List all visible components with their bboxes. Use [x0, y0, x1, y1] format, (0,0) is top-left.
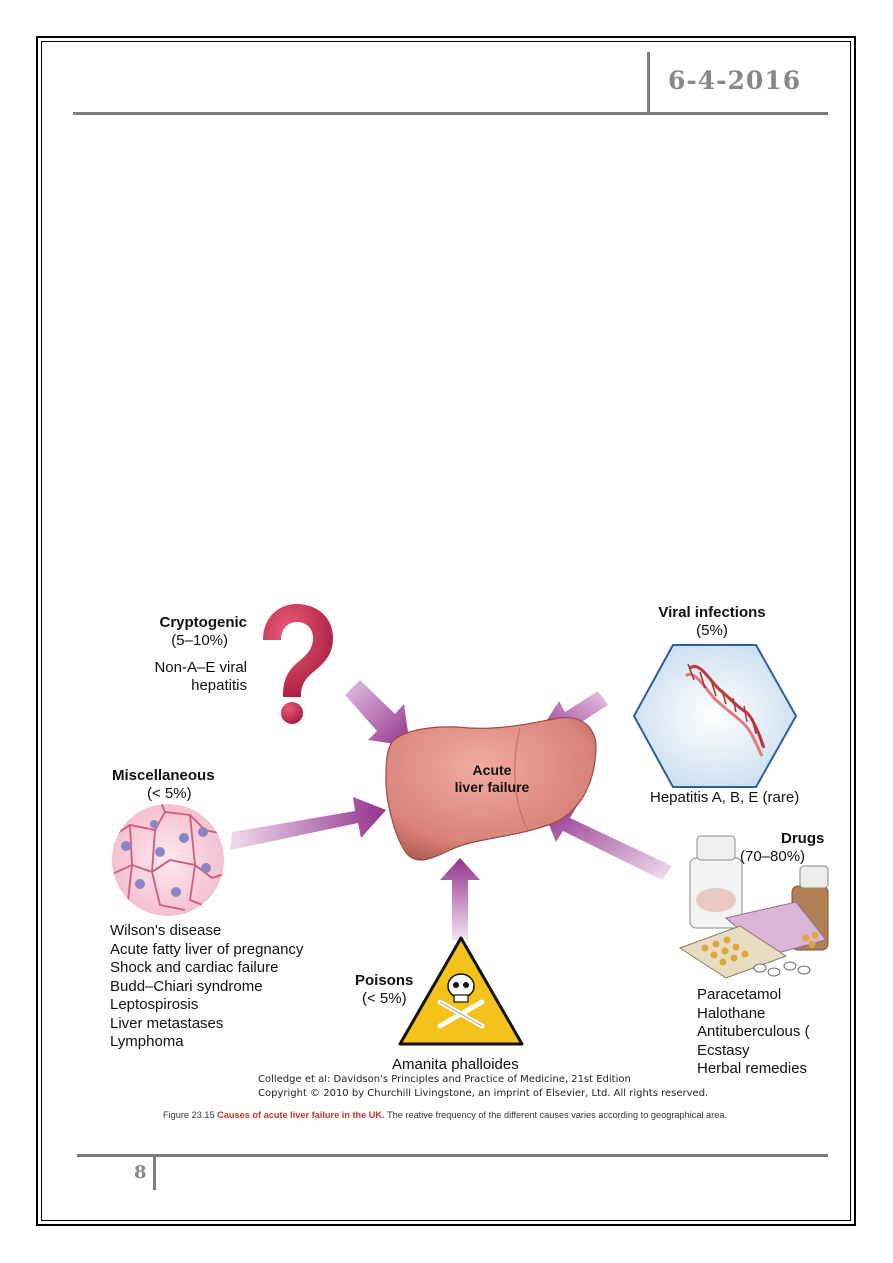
drugs-item: Antituberculous ( [697, 1023, 810, 1040]
drugs-item: Halothane [697, 1004, 766, 1022]
cryptogenic-title: Cryptogenic [159, 614, 247, 631]
page-border-inner [41, 41, 851, 1221]
misc-pct: (< 5%) [147, 785, 192, 802]
viral-title: Viral infections [658, 604, 766, 621]
viral-desc: Hepatitis A, B, E (rare) [650, 789, 800, 806]
figure-source-line2: Copyright © 2010 by Churchill Livingston… [258, 1088, 709, 1099]
misc-item: Lymphoma [110, 1033, 184, 1050]
misc-item: Acute fatty liver of pregnancy [110, 940, 304, 958]
poisons-title: Poisons [355, 972, 414, 989]
caption-bold: Causes of acute liver failure in the UK. [217, 1110, 385, 1120]
footer-rule [77, 1154, 828, 1157]
drugs-item: Herbal remedies [697, 1060, 808, 1077]
viral-pct: (5%) [696, 622, 728, 639]
arrow-drugs [544, 806, 672, 880]
misc-item: Wilson's disease [110, 922, 222, 939]
drugs-pct: (70–80%) [740, 848, 806, 865]
arrow-cryptogenic [345, 680, 410, 746]
misc-item: Liver metastases [110, 1014, 224, 1032]
drugs-item: Ecstasy [697, 1041, 750, 1059]
misc-item: Budd–Chiari syndrome [110, 977, 263, 995]
misc-list: Wilson's disease Acute fatty liver of pr… [110, 922, 303, 1052]
drugs-list: Paracetamol Halothane Antituberculous ( … [697, 986, 827, 1079]
header-separator [647, 52, 650, 112]
figure-caption: Figure 23.15 Causes of acute liver failu… [163, 1110, 727, 1120]
liver-lobe-line [514, 727, 529, 831]
arrow-misc [230, 797, 386, 850]
drugs-item: Paracetamol [697, 986, 782, 1003]
misc-item: Shock and cardiac failure [110, 959, 279, 976]
cells-icon [112, 804, 224, 916]
caption-label: Figure 23.15 [163, 1110, 215, 1120]
center-label-line2: liver failure [454, 779, 530, 795]
page-border-outer [36, 36, 856, 1226]
question-mark-icon [263, 604, 333, 724]
center-label-line1: Acute [472, 762, 512, 778]
misc-title: Miscellaneous [112, 767, 215, 784]
viral-hexagon-icon [632, 644, 798, 788]
figure-source-line1: Colledge et al: Davidson's Principles an… [258, 1074, 631, 1085]
arrow-poisons [440, 858, 480, 940]
poisons-pct: (< 5%) [362, 990, 407, 1007]
caption-text: The reative frequency of the different c… [387, 1110, 727, 1120]
liver-shape [385, 716, 597, 861]
cryptogenic-pct: (5–10%) [171, 632, 228, 649]
page-number: 8 [134, 1162, 147, 1183]
misc-item: Leptospirosis [110, 996, 199, 1013]
drugs-title: Drugs [781, 830, 825, 847]
cryptogenic-desc-2: hepatitis [191, 677, 247, 694]
footer-separator [153, 1156, 156, 1190]
poisons-desc: Amanita phalloides [392, 1056, 519, 1073]
poison-warning-icon [398, 936, 524, 1046]
cryptogenic-desc-1: Non-A–E viral [154, 659, 247, 676]
header-rule [73, 112, 828, 115]
header-date: 6-4-2016 [668, 66, 802, 95]
drugs-icon [678, 835, 829, 979]
